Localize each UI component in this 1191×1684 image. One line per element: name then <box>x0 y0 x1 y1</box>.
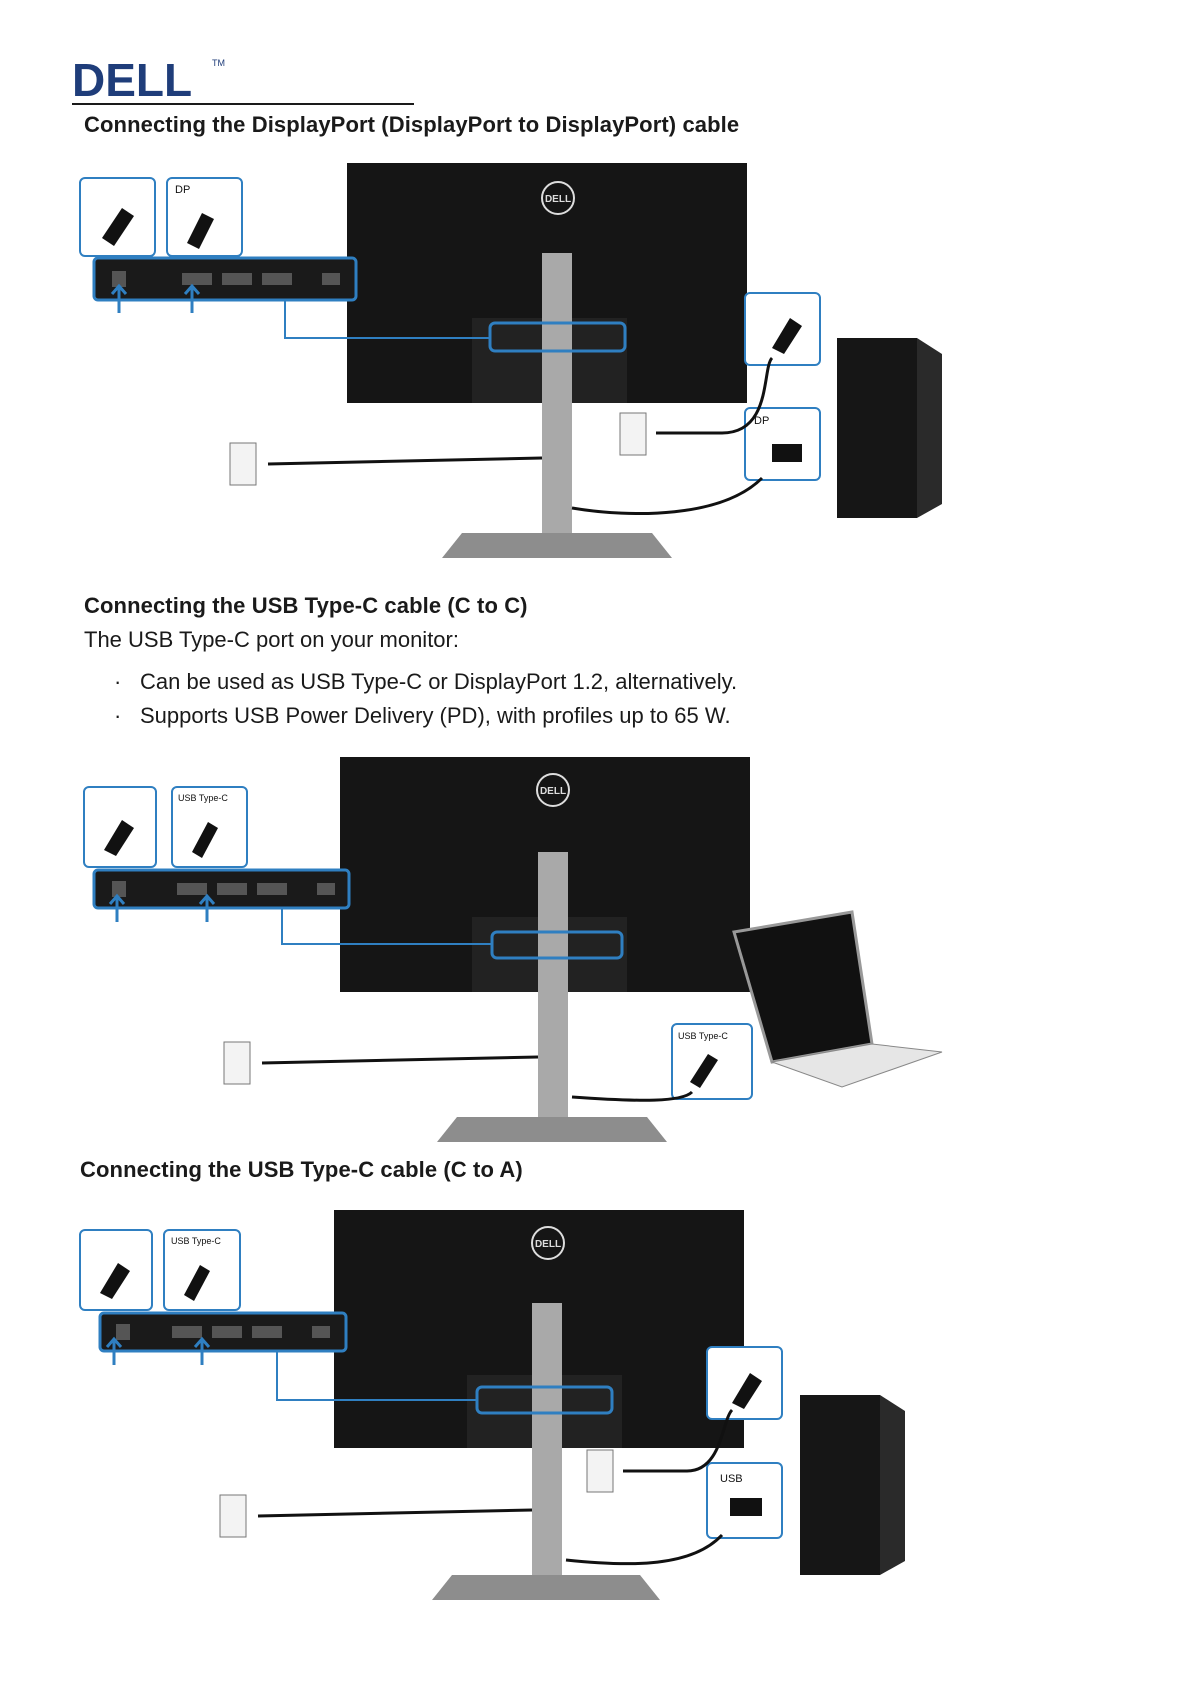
trademark-mark: TM <box>212 58 225 68</box>
wall-outlet-icon <box>229 442 257 486</box>
arrow-up-icon <box>193 1336 211 1365</box>
usb-plug-icon <box>730 1498 762 1516</box>
usbc-c-to-a-connection-diagram: DELL USB Type-C USB <box>72 1205 1072 1605</box>
dp-callout-label: DP <box>175 184 190 196</box>
stand-base <box>442 533 672 558</box>
power-plug-icon <box>104 820 134 856</box>
usbc-callout-label: USB Type-C <box>171 1236 221 1246</box>
pc-dp-callout-label: DP <box>754 415 769 427</box>
usbc-plug-icon <box>690 1054 718 1088</box>
dp-plug-icon <box>772 444 802 462</box>
pc-usb-callout-label: USB <box>720 1473 743 1485</box>
bullet-text: Can be used as USB Type-C or DisplayPort… <box>140 669 738 694</box>
arrow-up-icon <box>183 283 201 313</box>
bezel-logo-icon <box>531 1226 565 1260</box>
dell-logo: DELL TM <box>72 56 232 102</box>
stand-column <box>542 253 572 533</box>
displayport-connection-diagram: DELL DP DP <box>72 158 1072 558</box>
stand-base <box>432 1575 660 1600</box>
usbc-callout-label: USB Type-C <box>178 793 228 803</box>
bezel-logo-text: DELL <box>540 786 566 797</box>
arrow-up-icon <box>110 283 128 313</box>
list-item: ·Can be used as USB Type-C or DisplayPor… <box>114 669 738 694</box>
arrow-up-icon <box>105 1336 123 1365</box>
stand-base <box>437 1117 667 1142</box>
bezel-logo-icon <box>536 773 570 807</box>
usbc-plug-icon <box>192 822 218 858</box>
usbc-intro-text: The USB Type-C port on your monitor: <box>84 627 459 652</box>
section-title-usbc-c-to-a: Connecting the USB Type-C cable (C to A) <box>80 1157 523 1182</box>
usbc-feature-list: ·Can be used as USB Type-C or DisplayPor… <box>110 665 737 733</box>
section-title-displayport: Connecting the DisplayPort (DisplayPort … <box>84 112 740 137</box>
laptop-keyboard <box>770 1043 943 1088</box>
power-plug-icon <box>732 1373 762 1409</box>
power-plug-icon <box>772 318 802 354</box>
dell-logo-text: DELL <box>72 56 192 102</box>
usbc-c-to-c-connection-diagram: DELL USB Type-C USB Type-C <box>72 752 1072 1142</box>
bezel-logo-text: DELL <box>545 194 571 205</box>
header-divider <box>72 103 414 105</box>
bullet-text: Supports USB Power Delivery (PD), with p… <box>140 703 731 728</box>
wall-outlet-icon <box>586 1449 614 1493</box>
wall-outlet-icon <box>219 1494 247 1538</box>
rear-port-callout <box>490 930 624 960</box>
arrow-up-icon <box>198 893 216 922</box>
stand-column <box>532 1303 562 1578</box>
rear-port-callout <box>475 1385 614 1415</box>
list-item: ·Supports USB Power Delivery (PD), with … <box>114 703 731 728</box>
power-plug-icon <box>102 208 134 246</box>
bezel-logo-icon <box>541 181 575 215</box>
usbc-plug-icon <box>184 1265 210 1301</box>
laptop-usbc-callout-label: USB Type-C <box>678 1031 728 1041</box>
power-plug-icon <box>100 1263 130 1299</box>
laptop-screen <box>732 910 874 1064</box>
arrow-up-icon <box>108 893 126 922</box>
pc-power-callout <box>744 292 821 366</box>
dp-plug-icon <box>187 213 214 249</box>
pc-tower <box>800 1395 880 1575</box>
bezel-logo-text: DELL <box>535 1239 561 1250</box>
stand-column <box>538 852 568 1122</box>
wall-outlet-icon <box>619 412 647 456</box>
wall-outlet-icon <box>223 1041 251 1085</box>
pc-tower <box>837 338 917 518</box>
rear-port-callout <box>488 321 627 353</box>
section-title-usbc-c-to-c: Connecting the USB Type-C cable (C to C) <box>84 593 528 618</box>
